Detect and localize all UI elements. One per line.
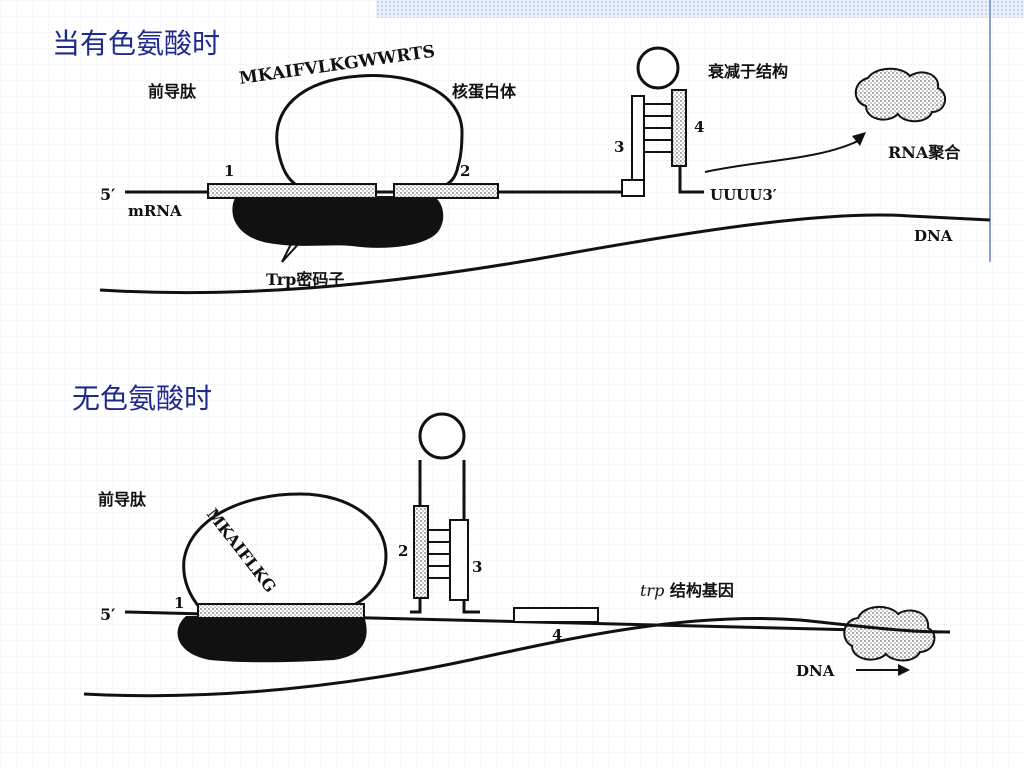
top-rna-polymerase [854,67,947,123]
top-mrna-label: mRNA [128,202,182,220]
title-without-tryptophan: 无色氨酸时 [72,382,213,415]
top-trp-codon-pointer [281,233,303,263]
top-terminator-hairpin [621,46,704,197]
bottom-dna-label: DNA [796,662,835,680]
bottom-region-1-box [197,603,365,619]
bottom-peptide-label: 前导肽 [98,490,147,509]
top-ribosome-large-subunit [275,74,464,190]
bottom-antiterminator-hairpin [410,412,480,614]
top-terminator-label: 衰减于结构 [707,62,788,81]
bottom-ribosome-large-subunit [182,492,388,609]
top-trp-codon-label: Trp密码子 [266,270,344,289]
bottom-dna-strand [83,616,951,698]
top-polymerase-label: RNA聚合 [888,143,961,162]
top-peptide-label: 前导肽 [148,82,197,101]
top-region-2-label: 2 [460,162,470,180]
bottom-five-prime-label: 5′ [100,605,115,624]
top-release-arrowhead [852,132,866,146]
top-peptide-sequence: MKAIFVLKGWWRTS [238,42,436,89]
top-region-1-label: 1 [224,162,234,180]
top-region-1-box [207,183,377,199]
bottom-region-4-label: 4 [552,626,562,644]
bottom-dna-arrowhead [898,664,910,676]
bottom-gene-label-text: 结构基因 [664,581,734,600]
bottom-region-4-box [513,607,599,623]
top-ribosome-label: 核蛋白体 [452,82,517,101]
top-uuuu-label: UUUU3′ [710,186,777,204]
top-release-arrow [704,139,861,173]
bottom-ribosome-small-subunit [177,616,367,663]
top-dna-label: DNA [914,227,953,245]
bottom-region-3-label: 3 [472,558,482,576]
bottom-region-2-label: 2 [398,542,408,560]
bottom-panel: 前导肽 MKAIFLKG 5′ 1 2 3 4 trp 结构基因 DNA [83,412,951,698]
top-panel: 前导肽 MKAIFVLKGWWRTS 核蛋白体 衰减于结构 RNA聚合 5′ m… [99,42,991,295]
top-five-prime-label: 5′ [100,185,115,204]
top-ribosome-small-subunit [232,196,444,248]
top-region-3-label: 3 [614,138,624,156]
bottom-gene-label-group: trp 结构基因 [640,581,734,600]
top-dna-strand [99,213,991,295]
bottom-gene-label-trp: trp [640,581,664,600]
title-with-tryptophan: 当有色氨酸时 [52,27,221,60]
top-region-2-box [393,183,499,199]
bottom-region-1-label: 1 [174,594,184,612]
bottom-rna-polymerase [843,606,936,662]
bottom-peptide-sequence: MKAIFLKG [203,505,280,596]
top-region-4-label: 4 [694,118,704,136]
